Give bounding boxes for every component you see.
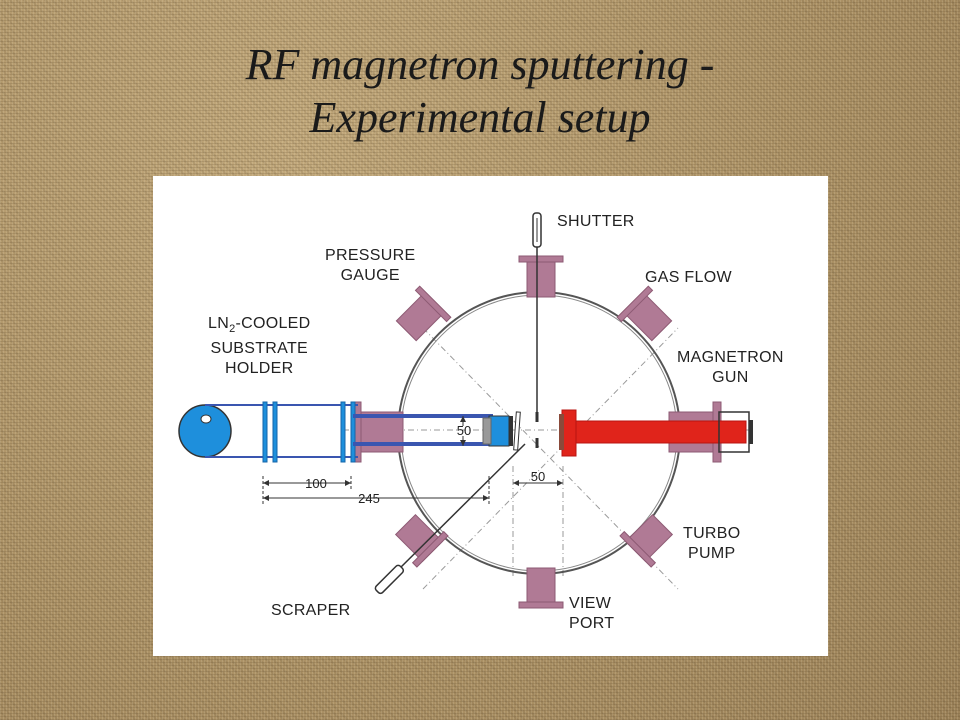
dim-gap-label: 50	[531, 469, 545, 484]
scraper-port-flange	[394, 513, 449, 568]
substrate-holder	[178, 401, 521, 463]
diagonal-axis-2	[422, 327, 679, 590]
dim-inner-label: 50	[457, 423, 471, 438]
label-holder-line-3: HOLDER	[225, 360, 294, 378]
label-magnetron-gun: MAGNETRON GUN	[677, 348, 784, 388]
label-holder-line-1: LN2-COOLED	[208, 314, 310, 339]
label-pressure-gauge-line-2: GAUGE	[340, 267, 400, 284]
label-magnetron-line-1: MAGNETRON	[677, 349, 784, 366]
holder-port-flange	[352, 401, 404, 463]
gas-flow-flange	[616, 285, 673, 342]
label-view-port: VIEW PORT	[569, 594, 614, 634]
label-pressure-gauge: PRESSURE GAUGE	[325, 246, 415, 286]
pressure-gauge-flange	[395, 285, 452, 342]
label-view-line-2: PORT	[569, 615, 615, 632]
ln2-dewar	[178, 404, 232, 458]
chamber-schematic: 50 50 100 245	[178, 212, 753, 609]
magnetron-gun	[559, 409, 753, 457]
dim-245-label: 245	[358, 491, 380, 506]
dim-100-label: 100	[305, 476, 327, 491]
label-scraper: SCRAPER	[271, 602, 351, 619]
title-line-2: Experimental setup	[309, 93, 651, 142]
view-port-flange	[518, 567, 564, 609]
setup-diagram: 50 50 100 245 SHUTTER PRESSURE GAUGE GAS…	[153, 176, 828, 656]
label-shutter: SHUTTER	[557, 213, 635, 230]
label-turbo-line-2: PUMP	[688, 545, 736, 562]
shutter-assembly	[532, 212, 542, 448]
scraper-assembly	[374, 443, 526, 595]
turbo-pump-flange	[619, 513, 674, 568]
label-substrate-holder: LN2-COOLED SUBSTRATE HOLDER	[208, 314, 310, 379]
label-turbo-pump: TURBO PUMP	[683, 524, 741, 564]
dewar-port	[200, 414, 212, 424]
label-magnetron-line-2: GUN	[712, 369, 749, 386]
label-ln-subscript: 2	[229, 323, 236, 336]
gun-body	[575, 420, 747, 444]
label-pressure-gauge-line-1: PRESSURE	[325, 247, 416, 264]
label-gas-flow: GAS FLOW	[645, 269, 732, 286]
substrate	[513, 411, 521, 451]
shutter-port-flange	[518, 255, 564, 298]
slide-title: RF magnetron sputtering - Experimental s…	[0, 38, 960, 144]
substrate-head	[488, 415, 510, 447]
label-ln-text: LN	[208, 315, 230, 332]
label-holder-line-2: SUBSTRATE	[210, 340, 308, 358]
target	[561, 409, 577, 457]
label-cooled-text: -COOLED	[235, 315, 311, 332]
label-turbo-line-1: TURBO	[683, 525, 741, 542]
label-view-line-1: VIEW	[569, 595, 612, 612]
title-line-1: RF magnetron sputtering -	[245, 40, 715, 89]
